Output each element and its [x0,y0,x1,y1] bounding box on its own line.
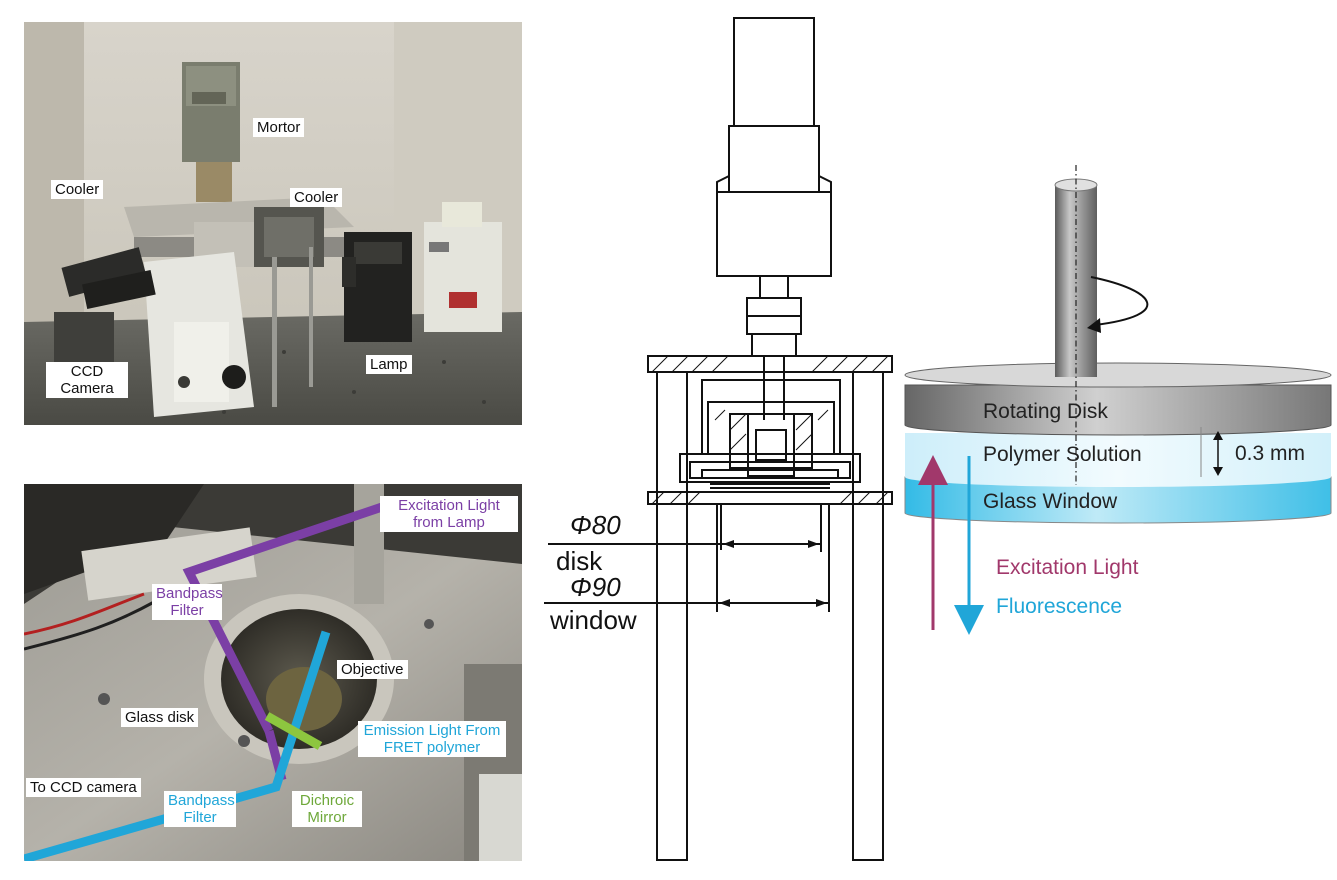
fluorescence-label: Fluorescence [996,595,1123,618]
disk-dimension-label: disk [556,546,603,576]
dichroic-mirror-label: Dichroic Mirror [292,791,362,827]
to-ccd-camera-label: To CCD camera [26,778,141,797]
schematic-graphic [904,165,1332,635]
rotating-disk-label: Rotating Disk [983,400,1108,423]
gap-thickness-label: 0.3 mm [1235,442,1306,465]
emission-light-label: Emission Light From FRET polymer [358,721,506,757]
optics-photo-image [24,484,522,861]
cooler-left-label: Cooler [51,180,104,199]
phi80-label: Φ80 [570,510,621,540]
objective-label: Objective [337,660,408,679]
rotating-disk-schematic: Rotating Disk Polymer Solution Glass Win… [895,165,1337,645]
excitation-light-label: Excitation Light [996,556,1139,579]
cross-section-lines [544,17,893,861]
phi90-label: Φ90 [570,572,621,602]
glass-window-label: Glass Window [983,490,1118,513]
lamp-label: Lamp [366,355,412,374]
ccd-camera-label: CCD Camera [46,362,128,398]
glass-disk-label: Glass disk [121,708,199,727]
motor-label: Mortor [253,118,305,137]
cooler-right-label: Cooler [290,188,343,207]
bandpass-filter-bottom-label: Bandpass Filter [164,791,236,827]
setup-photo: Mortor Cooler Cooler CCD Camera Lamp [24,22,522,425]
bandpass-filter-top-label: Bandpass Filter [152,584,223,620]
window-dimension-label: window [550,605,637,635]
cross-section-drawing: Φ80 disk Φ90 window [540,0,900,880]
optics-photo: Excitation Light from Lamp Bandpass Filt… [24,484,522,861]
polymer-solution-label: Polymer Solution [983,443,1142,466]
setup-photo-image [24,22,522,425]
excitation-light-label: Excitation Light from Lamp [380,496,518,532]
